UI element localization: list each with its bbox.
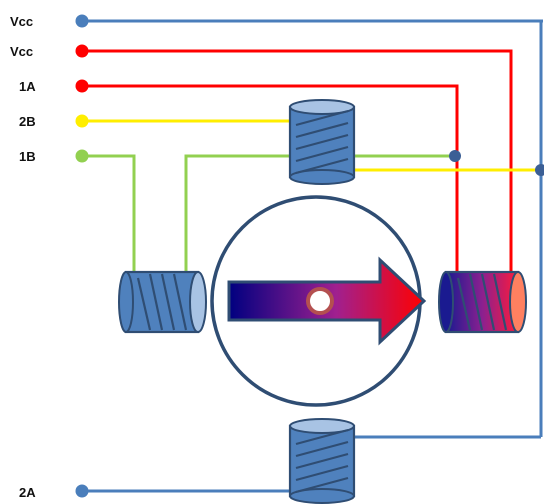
2a-terminal — [75, 484, 89, 498]
coil-1b-link-wire — [184, 154, 296, 272]
top-coil — [288, 99, 356, 185]
bottom-coil — [288, 418, 356, 504]
vcc1-terminal — [75, 14, 89, 28]
rotor-pivot — [306, 287, 334, 315]
label-2b: 2B — [19, 114, 36, 129]
1a-terminal — [75, 79, 89, 93]
junction-dot — [449, 150, 461, 162]
label-vcc-1: Vcc — [10, 14, 33, 29]
1b-terminal — [75, 149, 89, 163]
label-vcc-2: Vcc — [10, 44, 33, 59]
right-bus-junction — [535, 164, 544, 176]
label-1b: 1B — [19, 149, 36, 164]
vcc2-terminal — [75, 44, 89, 58]
label-2a: 2A — [19, 485, 36, 500]
2b-terminal — [75, 114, 89, 128]
label-1a: 1A — [19, 79, 36, 94]
left-coil — [118, 270, 207, 334]
right-coil-energized — [438, 270, 527, 334]
vcc-red-wire — [82, 49, 513, 273]
coil-1a-wire — [82, 84, 459, 273]
coil-1b-wire — [82, 154, 136, 272]
